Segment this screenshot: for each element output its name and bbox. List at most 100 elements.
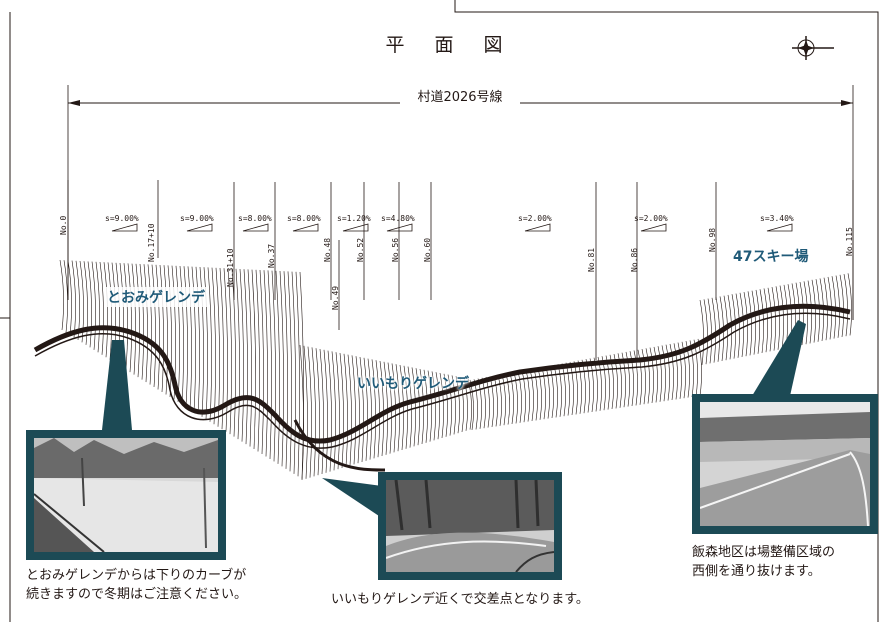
caption-line: 飯森地区は場整備区域の xyxy=(692,545,836,560)
contour-line xyxy=(239,268,244,442)
contour-line xyxy=(307,346,312,478)
contour-line xyxy=(299,344,304,481)
contour-line xyxy=(585,359,590,413)
contour-line xyxy=(319,348,324,475)
contour-line xyxy=(287,271,292,472)
slope-label: s=8.00% xyxy=(287,214,321,223)
contour-line xyxy=(159,264,164,393)
contour-line xyxy=(59,259,64,331)
contour-line xyxy=(127,263,132,373)
contour-line xyxy=(71,260,76,338)
contour-line xyxy=(649,347,654,404)
contour-line xyxy=(731,294,736,359)
contour-line xyxy=(199,266,204,417)
contour-line xyxy=(163,265,168,395)
contour-line xyxy=(577,360,582,414)
contour-line xyxy=(107,262,112,360)
station-label: No.52 xyxy=(356,237,365,262)
callout-left xyxy=(102,340,132,430)
contour-line xyxy=(451,375,456,435)
contour-line xyxy=(443,373,448,437)
contour-line xyxy=(279,270,284,467)
contour-line xyxy=(617,353,622,408)
photo-frame-center xyxy=(378,472,562,580)
contour-line xyxy=(645,348,650,404)
contour-line xyxy=(251,269,256,450)
contour-line xyxy=(63,260,68,333)
contour-line xyxy=(423,369,428,443)
contour-line xyxy=(545,366,550,419)
caption-line: とおみゲレンデからは下りのカーブが xyxy=(26,568,247,583)
contour-line xyxy=(569,361,574,416)
contour-line xyxy=(255,269,260,452)
contour-line xyxy=(271,270,276,462)
contour-line xyxy=(91,261,96,350)
dimension-arrow-right xyxy=(841,100,853,106)
contour-line xyxy=(295,271,300,477)
photo-right xyxy=(700,402,870,526)
caption-line: 続きますので冬期はご注意ください。 xyxy=(26,587,248,602)
contour-line xyxy=(435,372,440,440)
contour-line xyxy=(347,354,352,466)
contour-line xyxy=(807,280,812,344)
slope-triangle xyxy=(242,223,269,232)
contour-line xyxy=(311,347,316,477)
contour-line xyxy=(669,343,674,401)
station-label: No.86 xyxy=(630,247,639,272)
contour-line xyxy=(263,270,268,457)
contour-line xyxy=(711,297,716,363)
contour-line xyxy=(183,266,188,407)
contour-line xyxy=(489,376,494,428)
station-label: No.98 xyxy=(708,227,717,252)
contour-line xyxy=(275,270,280,464)
contour-line xyxy=(363,357,368,461)
contour-line xyxy=(187,266,192,410)
caption-left: とおみゲレンデからは下りのカーブが 続きますので冬期はご注意ください。 xyxy=(26,566,247,604)
contour-line xyxy=(339,352,344,469)
contour-line xyxy=(335,352,340,470)
contour-line xyxy=(775,286,780,350)
contour-line xyxy=(247,269,252,447)
contour-line xyxy=(67,260,72,335)
contour-line xyxy=(207,267,212,422)
contour-line xyxy=(135,263,140,378)
contour-line xyxy=(179,265,184,405)
contour-line xyxy=(195,266,200,415)
contour-line xyxy=(755,289,760,354)
contour-line xyxy=(103,262,108,358)
contour-line xyxy=(477,378,482,429)
contour-line xyxy=(439,372,444,439)
caption-right: 飯森地区は場整備区域の 西側を通り抜けます。 xyxy=(692,543,835,581)
station-label: No.115 xyxy=(845,227,854,256)
station-lines xyxy=(67,180,854,360)
contour-line xyxy=(847,273,852,336)
slope-marks xyxy=(111,223,793,232)
contour-line xyxy=(323,349,328,473)
contour-line xyxy=(151,264,156,388)
contour-line xyxy=(143,264,148,383)
contour-line xyxy=(673,343,678,400)
contour-line xyxy=(427,370,432,442)
area-label-iimori: いいもりゲレンデ xyxy=(357,376,469,392)
contour-line xyxy=(403,365,408,449)
contour-line xyxy=(533,368,538,421)
contour-line xyxy=(743,292,748,357)
contour-line xyxy=(505,373,510,425)
slope-triangle xyxy=(386,223,413,232)
contour-line xyxy=(203,267,208,420)
contour-line xyxy=(707,298,712,364)
contour-line xyxy=(835,275,840,338)
contour-line xyxy=(625,351,630,407)
contour-line xyxy=(699,299,704,366)
contour-line xyxy=(75,260,80,340)
contour-line xyxy=(815,279,820,342)
slope-triangle xyxy=(640,223,667,232)
contour-line xyxy=(613,354,618,409)
contour-line xyxy=(665,344,670,401)
contour-line xyxy=(779,285,784,350)
photo-left xyxy=(34,438,218,552)
contour-line xyxy=(541,366,546,420)
contour-line xyxy=(87,261,92,348)
